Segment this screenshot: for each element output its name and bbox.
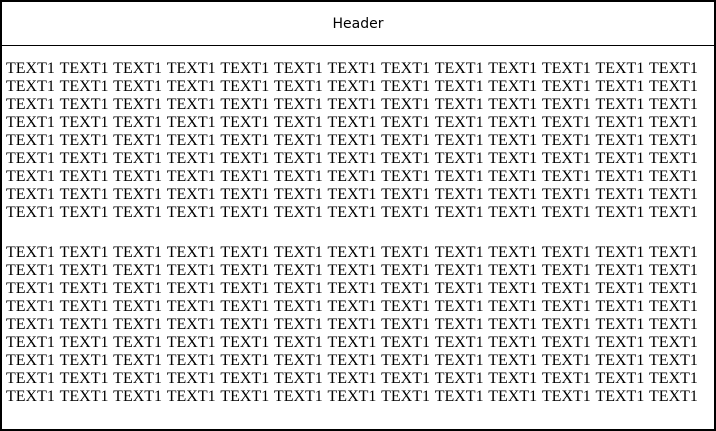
page-body: TEXT1 TEXT1 TEXT1 TEXT1 TEXT1 TEXT1 TEXT… [2, 46, 714, 410]
page-header: Header [2, 2, 714, 46]
header-title: Header [332, 15, 384, 32]
text-paragraph: TEXT1 TEXT1 TEXT1 TEXT1 TEXT1 TEXT1 TEXT… [6, 60, 698, 221]
text-paragraph: TEXT1 TEXT1 TEXT1 TEXT1 TEXT1 TEXT1 TEXT… [6, 244, 698, 405]
